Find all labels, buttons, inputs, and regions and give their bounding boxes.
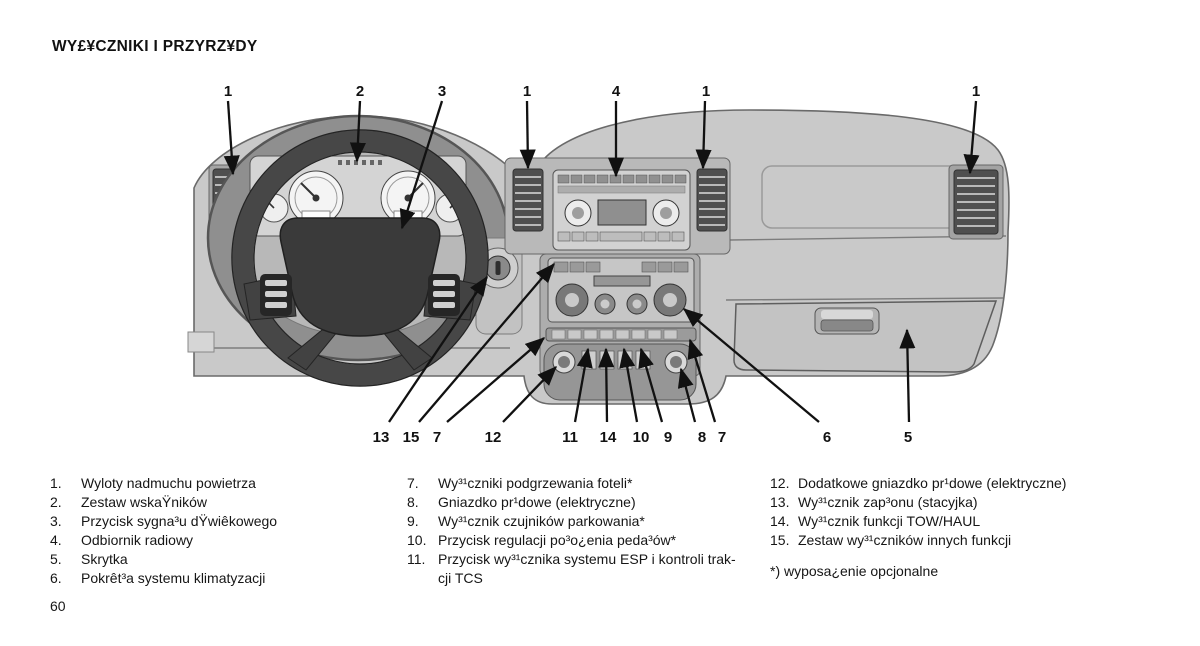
climate-knob-mid-left — [594, 293, 616, 315]
callout-label: 1 — [702, 83, 710, 100]
legend-item: 12. Dodatkowe gniazdko pr¹dowe (elektrycz… — [770, 474, 1180, 493]
legend-item: 2. Zestaw wskaŸników — [50, 493, 400, 512]
callout-label: 5 — [904, 429, 912, 446]
legend-item-text: Przycisk sygna³u dŸwiêkowego — [81, 513, 278, 529]
legend-item-number: 13. — [770, 494, 790, 510]
callout-label: 2 — [356, 83, 364, 100]
callout-label: 1 — [523, 83, 531, 100]
legend-item-number: 2. — [50, 494, 62, 510]
callout-label: 1 — [972, 83, 980, 100]
legend-item: 9. Wy³¹cznik czujników parkowania* — [407, 512, 759, 531]
legend-item-number: 14. — [770, 513, 790, 529]
legend-item: 6. Pokrêt³a systemu klimatyzacji — [50, 569, 400, 588]
legend-item: 10. Przycisk regulacji po³o¿enia peda³ów* — [407, 531, 759, 550]
callout-arrows — [223, 100, 980, 423]
legend-item-text: Przycisk regulacji po³o¿enia peda³ów* — [438, 532, 677, 548]
legend-item: 13. Wy³¹cznik zap³onu (stacyjka) — [770, 493, 1180, 512]
legend-item-text: Zestaw wskaŸników — [81, 494, 208, 510]
callout-label: 7 — [718, 429, 726, 446]
callout-label: 4 — [612, 83, 621, 100]
callout-label: 6 — [823, 429, 831, 446]
dashboard-diagram: 1 2 3 1 4 1 1 13 15 7 12 11 14 10 9 8 7 … — [187, 83, 1010, 446]
callout-label: 11 — [562, 429, 578, 446]
legend-item: 5. Skrytka — [50, 550, 400, 569]
callout-label: 3 — [438, 83, 446, 100]
legend-item-text: Skrytka — [81, 551, 128, 567]
legend-item-number: 10. — [407, 532, 427, 548]
callout-label: 7 — [433, 429, 441, 446]
callout-label: 13 — [373, 429, 390, 446]
air-vent-right — [948, 164, 1004, 240]
legend-item-text: Dodatkowe gniazdko pr¹dowe (elektryczne) — [798, 475, 1067, 491]
legend-item-number: 15. — [770, 532, 790, 548]
legend-item-text: Gniazdko pr¹dowe (elektryczne) — [438, 494, 636, 510]
legend-item-text: Przycisk wy³¹cznika systemu ESP i kontro… — [438, 551, 736, 586]
wheel-buttons-left — [260, 274, 292, 316]
wheel-buttons-right — [428, 274, 460, 316]
legend-item-text: Pokrêt³a systemu klimatyzacji — [81, 570, 266, 586]
power-outlet-left — [552, 350, 576, 374]
legend-item: 11. Przycisk wy³¹cznika systemu ESP i kon… — [407, 550, 759, 588]
legend-column: 7. Wy³¹czniki podgrzewania foteli* 8. Gniaz… — [407, 474, 759, 588]
legend-item-number: 8. — [407, 494, 419, 510]
legend-item-number: 5. — [50, 551, 62, 567]
callout-label: 8 — [698, 429, 706, 446]
legend-item: 14. Wy³¹cznik funkcji TOW/HAUL — [770, 512, 1180, 531]
legend-item-number: 6. — [50, 570, 62, 586]
legend-item-number: 1. — [50, 475, 62, 491]
callout-label: 14 — [600, 429, 617, 446]
legend-item-number: 9. — [407, 513, 419, 529]
gauge-tachometer — [380, 170, 436, 226]
legend-item: 15. Zestaw wy³¹czników innych funkcji — [770, 531, 1180, 550]
legend-item-text: Wy³¹cznik funkcji TOW/HAUL — [798, 513, 981, 529]
radio-knob-right — [652, 199, 680, 227]
legend-column: 1. Wyloty nadmuchu powietrza 2. Zestaw wska… — [50, 474, 400, 588]
dimmer-switch — [187, 331, 215, 353]
glove-box — [733, 300, 998, 373]
air-vent-center-right — [696, 168, 728, 232]
callout-label: 15 — [403, 429, 420, 446]
horn-pad — [279, 217, 441, 337]
radio-display — [597, 199, 647, 226]
legend-column: 12. Dodatkowe gniazdko pr¹dowe (elektrycz… — [770, 474, 1180, 550]
legend-item: 8. Gniazdko pr¹dowe (elektryczne) — [407, 493, 759, 512]
legend-item: 1. Wyloty nadmuchu powietrza — [50, 474, 400, 493]
air-vent-center-left — [512, 168, 544, 232]
climate-panel — [547, 257, 695, 323]
legend-item-text: Wy³¹czniki podgrzewania foteli* — [438, 475, 633, 491]
callout-label: 10 — [633, 429, 650, 446]
callout-label: 1 — [224, 83, 232, 100]
legend-item-number: 11. — [407, 551, 426, 567]
legend-item-number: 7. — [407, 475, 419, 491]
steering-wheel — [231, 129, 489, 387]
legend-item-text: Zestaw wy³¹czników innych funkcji — [798, 532, 1012, 548]
glove-box-handle — [814, 307, 880, 335]
legend-item-text: Odbiornik radiowy — [81, 532, 194, 548]
callout-label: 12 — [485, 429, 502, 446]
legend-item-number: 4. — [50, 532, 62, 548]
legend-item-text: Wyloty nadmuchu powietrza — [81, 475, 256, 491]
legend-item-number: 12. — [770, 475, 790, 491]
instrument-cluster — [249, 155, 467, 237]
climate-knob-right — [653, 283, 687, 317]
legend-item: 4. Odbiornik radiowy — [50, 531, 400, 550]
page-title: WY£¥CZNIKI I PRZYRZ¥DY — [52, 38, 258, 55]
radio — [552, 169, 691, 251]
lower-console — [543, 343, 697, 401]
climate-knob-mid-right — [626, 293, 648, 315]
legend-item: 7. Wy³¹czniki podgrzewania foteli* — [407, 474, 759, 493]
legend-item-text: Wy³¹cznik czujników parkowania* — [438, 513, 645, 529]
page-number: 60 — [50, 598, 66, 614]
legend-footnote: *) wyposa¿enie opcjonalne — [770, 563, 939, 579]
legend-item: 3. Przycisk sygna³u dŸwiêkowego — [50, 512, 400, 531]
climate-knob-left — [555, 283, 589, 317]
callout-label: 9 — [664, 429, 672, 446]
radio-knob-left — [564, 199, 592, 227]
callout-labels: 1 2 3 1 4 1 1 13 15 7 12 11 14 10 9 8 7 … — [224, 83, 980, 446]
legend-item-text: Wy³¹cznik zap³onu (stacyjka) — [798, 494, 978, 510]
switch-bank-strip — [545, 327, 697, 342]
gauge-speedometer — [288, 170, 344, 226]
power-outlet-right — [664, 350, 688, 374]
legend-item-number: 3. — [50, 513, 62, 529]
